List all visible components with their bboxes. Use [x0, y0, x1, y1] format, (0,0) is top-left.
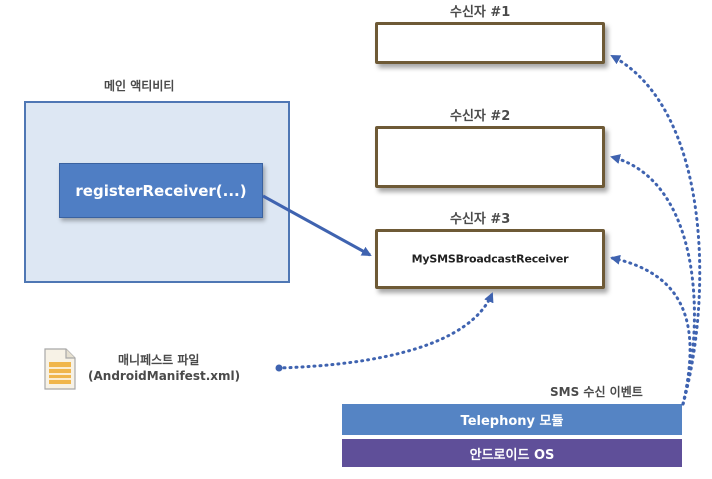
register-to-receiver3-arrow [262, 194, 372, 257]
manifest-label-line2: (AndroidManifest.xml) [88, 369, 241, 383]
event-to-receiver1-arrow [610, 54, 702, 406]
receiver-3-box: MySMSBroadcastReceiver [375, 229, 605, 289]
register-receiver-box: registerReceiver(...) [59, 163, 263, 218]
event-to-receiver2-arrow [610, 154, 696, 406]
event-to-receiver3-arrow [610, 254, 692, 406]
receiver-1-label: 수신자 #1 [450, 5, 511, 20]
sms-event-label: SMS 수신 이벤트 [550, 385, 643, 399]
manifest-label-line1: 매니페스트 파일 [118, 353, 200, 367]
android-os-bar: 안드로이드 OS [342, 439, 682, 467]
manifest-to-receiver3-arrow [276, 292, 494, 370]
receiver-1-box [375, 22, 605, 64]
telephony-module-bar: Telephony 모듈 [342, 404, 682, 435]
manifest-connector-dot [275, 364, 283, 372]
receiver-2-label: 수신자 #2 [450, 109, 511, 124]
document-icon [44, 348, 76, 390]
receiver-3-content: MySMSBroadcastReceiver [411, 252, 569, 266]
receiver-3-label: 수신자 #3 [450, 212, 511, 227]
main-activity-label: 메인 액티비티 [104, 79, 175, 93]
receiver-2-box [375, 126, 605, 188]
